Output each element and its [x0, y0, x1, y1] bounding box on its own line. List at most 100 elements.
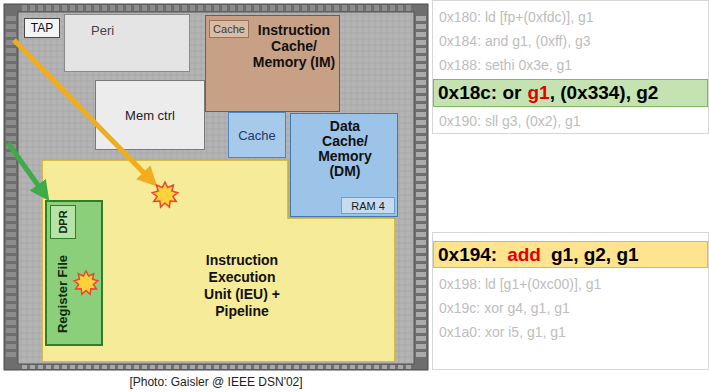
- text-holder: 0x180: ld [fp+(0xfdc)], g10x184: and g1,…: [439, 1, 593, 133]
- bond-pad: [214, 365, 219, 369]
- data-memory-region: Data Cache/ Memory (DM) RAM 4: [290, 113, 398, 217]
- bond-pad: [416, 16, 426, 21]
- bond-pad: [6, 16, 16, 21]
- bond-pad: [342, 365, 347, 369]
- bond-pad: [416, 128, 426, 133]
- bond-pad: [6, 208, 16, 213]
- bond-pad: [158, 365, 163, 369]
- bond-pad: [6, 256, 16, 261]
- bond-pad: [374, 365, 379, 369]
- region-label: Register File: [55, 255, 71, 333]
- bond-pad: [6, 136, 16, 141]
- photo-credit: [Photo: Gaisler @ IEEE DSN'02]: [129, 375, 302, 389]
- bond-pad: [22, 5, 27, 11]
- bond-pad: [6, 24, 16, 29]
- bond-pad: [366, 5, 371, 11]
- bond-pad: [54, 365, 59, 369]
- bond-pad: [416, 192, 426, 197]
- bond-pad: [416, 304, 426, 309]
- bond-pad: [6, 176, 16, 181]
- instruction-part: g1, g2, g1: [551, 244, 639, 266]
- bond-pad: [416, 240, 426, 245]
- code-line: 0x198: ld [g1+(0xc00)], g1: [439, 272, 601, 296]
- bond-pad: [254, 365, 259, 369]
- bond-pad: [206, 5, 211, 11]
- text-holder: Peri: [91, 23, 114, 39]
- instruction-memory-region: Instruction Cache/ Memory (IM)Cache: [205, 15, 340, 112]
- bond-pad: [416, 144, 426, 149]
- bond-pad: [174, 5, 179, 11]
- bond-pad: [134, 365, 139, 369]
- instruction-part: g1: [527, 82, 549, 104]
- bond-pad: [166, 365, 171, 369]
- bond-pad: [70, 365, 75, 369]
- bond-pad: [230, 5, 235, 11]
- bond-pad: [22, 365, 27, 369]
- bond-pad: [6, 128, 16, 133]
- bond-pad: [416, 160, 426, 165]
- code-line: 0x188: sethi 0x3e, g1: [439, 53, 593, 77]
- bond-pad: [286, 365, 291, 369]
- bond-pad: [294, 365, 299, 369]
- bond-pad: [6, 88, 16, 93]
- bond-pad: [142, 365, 147, 369]
- text-holder: Register File: [3, 284, 123, 304]
- bond-pad: [238, 5, 243, 11]
- bond-pad: [222, 5, 227, 11]
- bond-pad: [6, 248, 16, 253]
- text-holder: 0x194:addg1, g2, g1: [438, 242, 705, 267]
- region-label: RAM 4: [351, 200, 385, 212]
- bond-pad: [238, 365, 243, 369]
- bond-pad: [6, 80, 16, 85]
- bond-pad: [416, 96, 426, 101]
- bond-pad: [416, 80, 426, 85]
- bond-pad: [382, 365, 387, 369]
- bond-pad: [190, 365, 195, 369]
- bond-pad: [254, 5, 259, 11]
- bond-pad: [310, 365, 315, 369]
- bond-pad: [326, 5, 331, 11]
- bond-pad: [416, 352, 426, 357]
- bond-pad: [182, 5, 187, 11]
- region-label: Cache: [238, 128, 276, 143]
- bond-pad: [382, 5, 387, 11]
- highlighted-instruction: 0x18c: org1, (0x334), g2: [433, 79, 708, 107]
- bond-pad: [6, 280, 16, 285]
- code-line: 0x180: ld [fp+(0xfdc)], g1: [439, 5, 593, 29]
- bond-pad: [270, 5, 275, 11]
- bond-pad: [6, 56, 16, 61]
- bond-pad: [6, 200, 16, 205]
- bond-pad: [6, 96, 16, 101]
- pointer-arrow: [8, 143, 40, 188]
- bond-pad: [142, 5, 147, 11]
- bond-pad: [6, 304, 16, 309]
- bond-pad: [6, 312, 16, 317]
- bond-pad: [310, 5, 315, 11]
- bond-pad: [230, 365, 235, 369]
- region-label: Data Cache/ Memory (DM): [307, 119, 383, 179]
- bond-pad: [6, 184, 16, 189]
- region-label: Peri: [91, 23, 114, 39]
- bond-pad: [416, 120, 426, 125]
- peripheral-region: Peri: [64, 14, 190, 72]
- bond-pad: [6, 296, 16, 301]
- code-line: 0x1a0: xor i5, g1, g1: [439, 320, 601, 344]
- bond-pad: [118, 5, 123, 11]
- bond-pad: [158, 5, 163, 11]
- bond-pad: [262, 5, 267, 11]
- bond-pad: [6, 240, 16, 245]
- bond-pad: [334, 5, 339, 11]
- bond-pad: [416, 40, 426, 45]
- text-holder: Cache: [229, 113, 285, 157]
- bond-pad: [416, 336, 426, 341]
- execution-unit-region: Instruction Execution Unit (IEU) + Pipel…: [42, 160, 395, 362]
- bond-pad: [416, 184, 426, 189]
- bond-pad: [358, 5, 363, 11]
- bond-pad: [206, 365, 211, 369]
- bond-pad: [134, 5, 139, 11]
- bond-pad: [6, 160, 16, 165]
- bond-pad: [38, 365, 43, 369]
- text-holder: Instruction Execution Unit (IEU) + Pipel…: [198, 252, 286, 320]
- code-line: 0x184: and g1, (0xff), g3: [439, 29, 593, 53]
- fault-star: [74, 271, 98, 294]
